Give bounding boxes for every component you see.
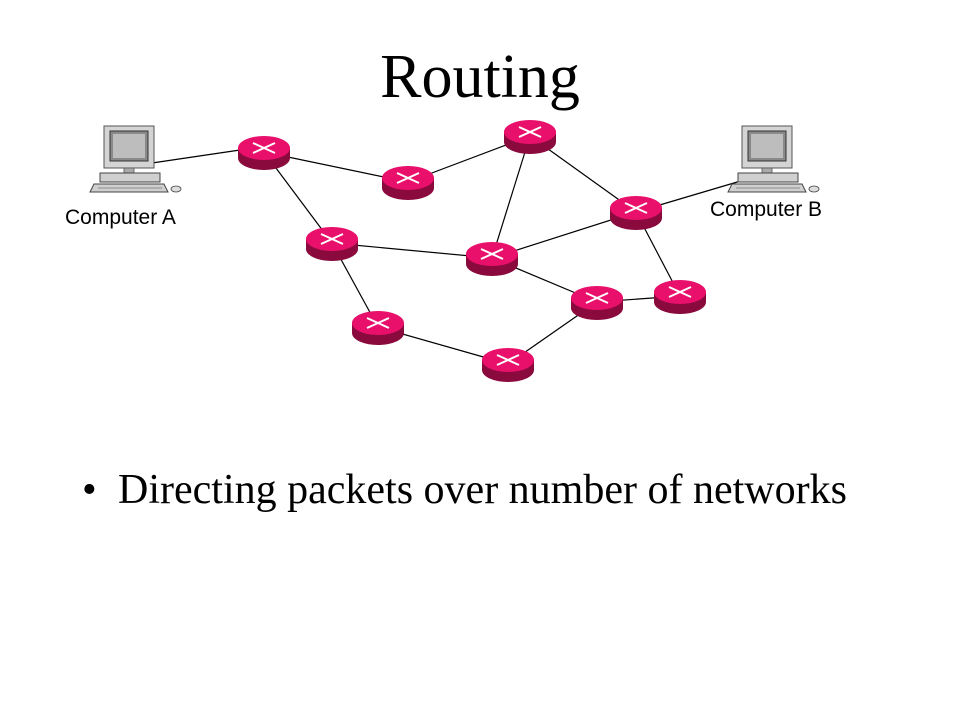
router-r8 — [653, 279, 707, 315]
network-links — [151, 135, 745, 365]
router-r2 — [381, 165, 435, 201]
bullet-item: • Directing packets over number of networ… — [82, 466, 847, 514]
router-r5 — [305, 226, 359, 262]
computer-a-label: Computer A — [65, 206, 176, 229]
computer-b-label: Computer B — [710, 198, 822, 221]
computer-a-icon — [89, 125, 182, 193]
computer-b-icon — [727, 125, 820, 193]
router-r7 — [570, 285, 624, 321]
router-r4 — [609, 195, 663, 231]
link-a-r1 — [151, 149, 241, 164]
router-r3 — [503, 119, 557, 155]
router-r9 — [351, 310, 405, 346]
link-r5-r6 — [331, 242, 493, 259]
slide-title: Routing — [380, 43, 580, 111]
router-r1 — [237, 135, 291, 171]
bullet-text: Directing packets over number of network… — [118, 467, 847, 513]
router-r10 — [481, 347, 535, 383]
router-r6 — [465, 241, 519, 277]
link-r3-r6 — [491, 135, 531, 259]
bullet-marker: • — [82, 467, 97, 513]
